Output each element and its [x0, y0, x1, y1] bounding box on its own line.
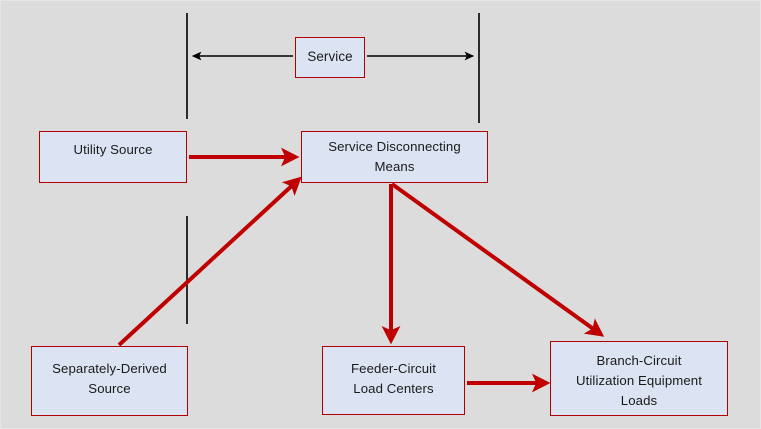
node-utility-source[interactable]: Utility Source: [39, 131, 187, 183]
node-branch-circuit-utilization-equipment-loads[interactable]: Branch-Circuit Utilization Equipment Loa…: [550, 341, 728, 416]
node-feeder-circuit-load-centers-line-1: Feeder-Circuit: [351, 361, 436, 376]
node-branch-circuit-line-1: Branch-Circuit: [596, 353, 682, 368]
node-separately-derived-source[interactable]: Separately-Derived Source: [31, 346, 188, 416]
node-service-disconnecting-means-line-2: Means: [374, 159, 415, 175]
node-branch-circuit-line-2: Utilization Equipment: [576, 373, 702, 389]
node-feeder-circuit-load-centers[interactable]: Feeder-Circuit Load Centers: [322, 346, 465, 415]
node-feeder-circuit-load-centers-line-2: Load Centers: [353, 381, 434, 397]
node-branch-circuit-line-3: Loads: [620, 393, 658, 409]
node-separately-derived-source-line-2: Source: [88, 381, 131, 397]
connector-sdm-to-branch: [390, 182, 605, 337]
node-service[interactable]: Service: [295, 37, 365, 78]
node-utility-source-line-1: Utility Source: [73, 142, 153, 157]
node-service-disconnecting-means-line-1: Service Disconnecting: [328, 139, 461, 154]
node-separately-derived-source-line-1: Separately-Derived: [52, 361, 167, 376]
node-service-disconnecting-means[interactable]: Service Disconnecting Means: [301, 131, 488, 183]
connector-sds-to-sdm: [117, 176, 302, 347]
node-service-line-1: Service: [307, 49, 353, 65]
